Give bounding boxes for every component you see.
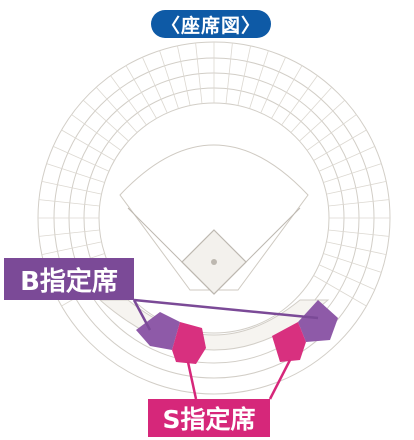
seat-divider-line [38, 229, 100, 237]
seat-divider-line [53, 146, 110, 172]
seat-divider-line [328, 229, 390, 237]
foul-line-right [213, 207, 301, 295]
b-seat-label: B指定席 [4, 258, 134, 300]
outfield [119, 144, 309, 291]
seat-divider-line [328, 199, 390, 207]
seat-divider-line [38, 199, 100, 207]
s-seat-label: S指定席 [148, 399, 270, 437]
chart-title: 〈座席図〉 [151, 10, 271, 38]
seat-divider-line [326, 181, 387, 195]
pitcher-mound [211, 259, 217, 265]
seat-dividers [38, 42, 390, 307]
seat-divider-line [260, 57, 286, 114]
seat-divider-line [313, 129, 367, 161]
seat-divider-line [281, 75, 318, 126]
seat-divider-line [82, 99, 129, 142]
seat-divider-line [41, 181, 102, 195]
seat-divider-line [326, 241, 387, 255]
s-leader-line-right [268, 359, 292, 400]
seat-divider-line [318, 146, 375, 172]
seat-divider-line [95, 86, 138, 133]
seat-divider-line [271, 65, 303, 119]
seat-divider-line [318, 264, 375, 290]
b-seat-area-right [298, 300, 338, 342]
b-leader-line-2 [132, 299, 152, 331]
seat-divider-line [290, 86, 333, 133]
seat-divider-line [41, 241, 102, 255]
seat-divider-line [71, 114, 122, 151]
seat-divider-line [110, 75, 147, 126]
b-seat-area-left [136, 312, 180, 350]
foul-line-left [127, 207, 215, 295]
b-leader-line [133, 298, 319, 320]
seat-divider-line [306, 114, 357, 151]
seat-divider-line [237, 45, 251, 106]
s-seat-area-left [172, 322, 206, 364]
s-seat-area-right [272, 322, 306, 362]
seat-divider-line [313, 275, 367, 307]
seat-divider-line [195, 42, 203, 104]
seat-divider-line [225, 42, 233, 104]
seat-divider-line [249, 50, 269, 109]
seat-divider-line [323, 163, 382, 183]
seat-divider-line [177, 45, 191, 106]
seat-divider-line [46, 163, 105, 183]
seat-divider-line [142, 57, 168, 114]
seat-divider-line [61, 129, 115, 161]
seat-divider-line [299, 99, 346, 142]
seat-divider-line [323, 253, 382, 273]
seat-divider-line [159, 50, 179, 109]
seat-divider-line [125, 65, 157, 119]
s-leader-line-left [186, 361, 198, 400]
